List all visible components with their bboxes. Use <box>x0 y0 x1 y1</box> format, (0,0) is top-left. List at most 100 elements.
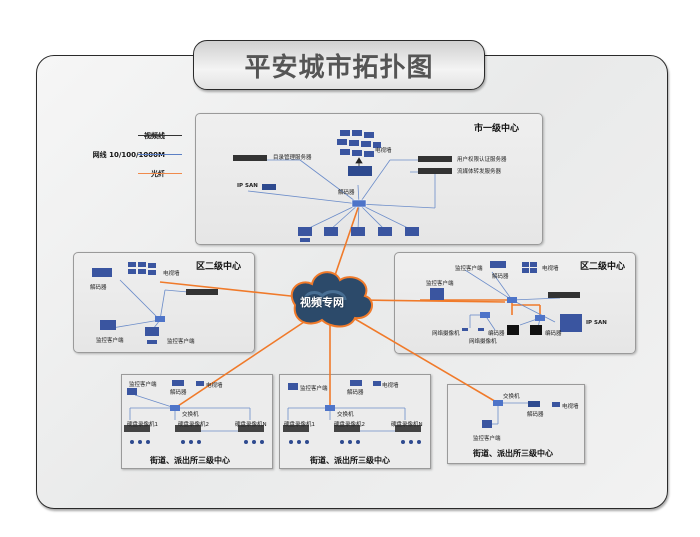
district-right-cam2-label: 网络摄像机 <box>469 339 497 345</box>
switch-icon <box>493 400 503 406</box>
workstation-icon <box>145 327 159 336</box>
street-center-2-panel <box>279 374 431 469</box>
cloud-label: 视频专网 <box>300 296 344 309</box>
street2-tv-wall-label: 电视墙 <box>382 383 399 389</box>
street2-client-label: 监控客户端 <box>300 386 328 392</box>
decoder-icon <box>490 261 506 268</box>
street1-decoder-label: 解码器 <box>170 390 187 396</box>
encoder-icon <box>530 325 542 335</box>
street2-dvrN-label: 硬盘录像机N <box>391 422 423 428</box>
street3-tv-wall-label: 电视墙 <box>562 404 579 410</box>
server-icon <box>186 289 218 295</box>
dvr-icon <box>175 425 201 432</box>
district-left-client2-label: 监控客户端 <box>167 339 195 345</box>
district-right-client-left-label: 监控客户端 <box>426 281 454 287</box>
title-banner: 平安城市拓扑图 <box>193 40 485 90</box>
tv-wall-icon <box>337 130 381 157</box>
decoder-icon <box>172 380 184 386</box>
decoder-icon <box>92 268 112 277</box>
district-left-client1-label: 监控客户端 <box>96 338 124 344</box>
street-center-1-panel <box>121 374 273 469</box>
street3-client-label: 监控客户端 <box>473 436 501 442</box>
legend-video-label: 视频线 <box>144 132 165 140</box>
street2-title: 街道、派出所三级中心 <box>310 456 390 465</box>
city-dir-server-label: 目录管理服务器 <box>273 155 312 161</box>
district-right-ip-san-label: IP SAN <box>586 320 607 326</box>
dvr-icon <box>283 425 309 432</box>
district-left-title: 区二级中心 <box>196 262 242 272</box>
city-auth-server-label: 用户权限认证服务器 <box>457 157 507 163</box>
street3-decoder-label: 解码器 <box>527 412 544 418</box>
district-right-title: 区二级中心 <box>580 262 626 272</box>
district-right-tv-wall-label: 电视墙 <box>542 266 559 272</box>
switch-icon <box>351 199 367 208</box>
switch-icon <box>535 315 545 321</box>
decoder-icon <box>350 380 362 386</box>
street2-dvr2-label: 硬盘录像机2 <box>334 422 365 428</box>
server-icon <box>418 168 452 174</box>
dvr-icon <box>334 425 360 432</box>
district-right-encoder1-label: 编码器 <box>488 331 505 337</box>
street2-dvr1-label: 硬盘录像机1 <box>284 422 315 428</box>
dvr-icon <box>124 425 150 432</box>
ip-san-icon <box>560 314 582 332</box>
district-left-tv-wall-label: 电视墙 <box>163 271 180 277</box>
server-icon <box>418 156 452 162</box>
cloud-icon <box>290 271 374 328</box>
fiber-street-1 <box>174 317 311 409</box>
workstation-icon <box>100 320 116 330</box>
city-center-title: 市一级中心 <box>474 124 520 134</box>
switch-icon <box>170 405 180 411</box>
workstation-icon <box>430 288 444 300</box>
dvr-icon <box>238 425 264 432</box>
street3-title: 街道、派出所三级中心 <box>473 449 553 458</box>
decoder-icon <box>528 401 540 407</box>
city-tv-wall-label: 电视墙 <box>375 148 392 154</box>
switch-icon <box>155 316 165 322</box>
street1-dvrN-label: 硬盘录像机N <box>235 422 267 428</box>
switch-icon <box>480 312 490 318</box>
decoder-icon <box>348 166 372 176</box>
street1-dvr2-label: 硬盘录像机2 <box>178 422 209 428</box>
tv-wall-icon <box>552 402 560 407</box>
server-icon <box>233 155 267 161</box>
street1-title: 街道、派出所三级中心 <box>150 456 230 465</box>
legend-network-line <box>138 154 182 155</box>
encoder-icon <box>507 325 519 335</box>
city-decoder-label: 解码器 <box>338 190 355 196</box>
workstation-icons <box>298 227 419 242</box>
street-center-3-panel <box>447 384 585 464</box>
fiber-district-left <box>159 281 301 298</box>
fiber-district-right <box>359 299 506 303</box>
legend-video-line <box>138 135 182 136</box>
tv-wall-icon <box>196 381 204 386</box>
street2-switch-label: 交换机 <box>337 412 354 418</box>
city-ip-san-label: IP SAN <box>237 183 258 189</box>
city-stream-server-label: 流媒体转发服务器 <box>457 169 502 175</box>
switch-icon <box>507 297 517 303</box>
fiber-street-3 <box>349 315 499 404</box>
tv-wall-icon <box>373 381 381 386</box>
switch-icon <box>325 405 335 411</box>
server-icon <box>548 292 580 298</box>
workstation-icon <box>127 388 137 395</box>
street2-decoder-label: 解码器 <box>347 390 364 396</box>
district-right-cam1-label: 网络摄像机 <box>432 331 460 337</box>
district-right-encoder2-label: 编码器 <box>545 331 562 337</box>
district-right-decoder-label: 解码器 <box>492 274 509 280</box>
dvr-icon <box>395 425 421 432</box>
workstation-icon <box>482 420 492 428</box>
street3-switch-label: 交换机 <box>503 394 520 400</box>
street1-switch-label: 交换机 <box>182 412 199 418</box>
camera-icon <box>462 328 468 331</box>
street1-dvr1-label: 硬盘录像机1 <box>127 422 158 428</box>
page-title: 平安城市拓扑图 <box>244 52 434 83</box>
camera-icon <box>478 328 484 331</box>
street1-client-label: 监控客户端 <box>129 382 157 388</box>
legend-fiber-label: 光纤 <box>151 170 165 178</box>
street1-tv-wall-label: 电视墙 <box>206 383 223 389</box>
district-left-decoder-label: 解码器 <box>90 285 107 291</box>
workstation-icon <box>288 383 298 390</box>
district-right-client-top-label: 监控客户端 <box>455 266 483 272</box>
